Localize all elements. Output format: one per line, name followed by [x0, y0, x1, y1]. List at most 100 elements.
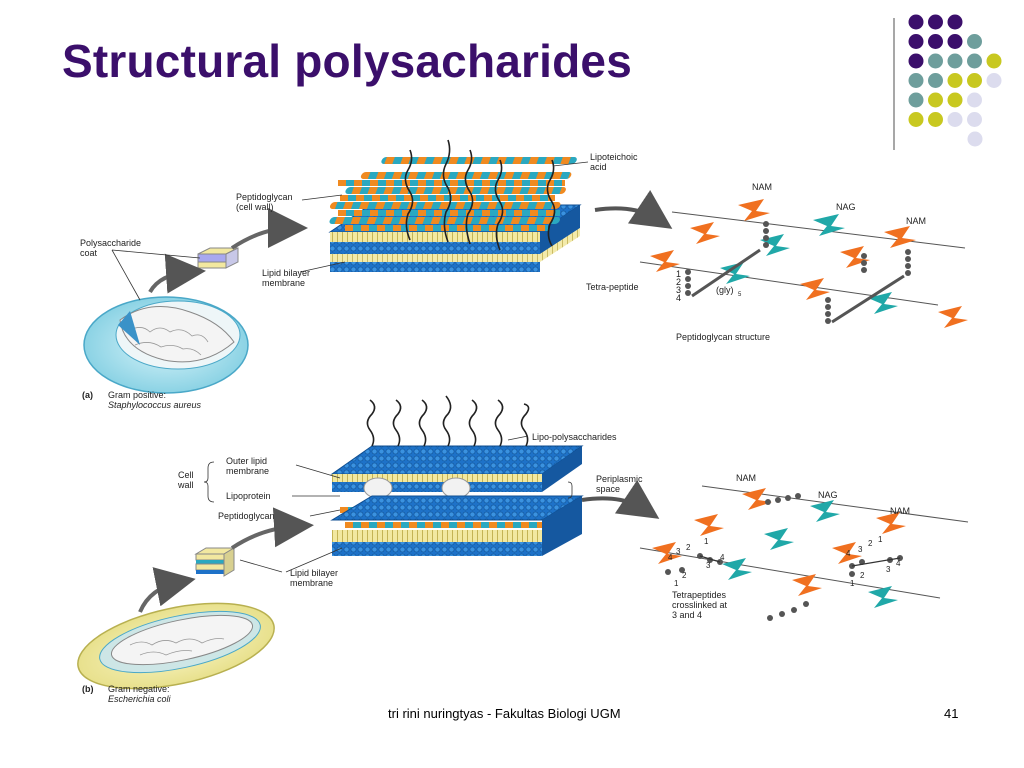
svg-text:4: 4: [896, 559, 901, 568]
label-tetra-peptide: Tetra-peptide: [586, 282, 639, 292]
svg-text:3: 3: [858, 545, 863, 554]
svg-text:1: 1: [674, 579, 679, 588]
slide-title: Structural polysacharides: [62, 35, 632, 87]
decorative-dot: [947, 34, 963, 49]
decorative-dot-grid: [908, 14, 1002, 147]
decorative-dot: [967, 112, 982, 127]
peptidoglycan-structure-gram-positive: [639, 199, 968, 328]
label-num-1: 1: [676, 269, 681, 279]
decorative-dot: [928, 112, 943, 127]
zoom-arrow-b1: [138, 567, 196, 613]
decorative-dot: [986, 73, 1002, 88]
label-staphylococcus: Staphylococcus aureus: [108, 400, 202, 410]
zoom-arrow-b2: [230, 507, 314, 550]
label-gly: (gly): [716, 285, 734, 295]
label-lipid-bilayer-2: membrane: [262, 278, 305, 288]
peptidoglycan-structure-gram-negative: [639, 485, 969, 621]
label-polysaccharide-coat-2: coat: [80, 248, 98, 258]
svg-text:2: 2: [860, 571, 865, 580]
zoom-arrow-b3: [581, 480, 660, 519]
label-gly-subscript: 5: [738, 292, 742, 298]
svg-text:3: 3: [706, 561, 711, 570]
decorative-dot: [986, 53, 1002, 69]
label-cell-wall-2: wall: [177, 480, 194, 490]
label-nag-b: NAG: [818, 490, 838, 500]
label-outer-lipid-2: membrane: [226, 466, 269, 476]
outer-membrane-slab: [330, 445, 584, 499]
label-crosslink-1: Tetrapeptides: [672, 590, 727, 600]
label-escherichia: Escherichia coli: [108, 694, 172, 704]
label-cell-wall-1: Cell: [178, 470, 194, 480]
decorative-dot: [967, 53, 982, 69]
label-periplasmic-2: space: [596, 484, 620, 494]
label-num-2: 2: [676, 277, 681, 287]
decorative-dot: [967, 73, 982, 88]
decorative-dot: [947, 112, 963, 127]
label-gram-positive: Gram positive:: [108, 390, 166, 400]
label-nam-a2: NAM: [906, 216, 926, 226]
zoom-arrow-a1: [148, 253, 206, 294]
svg-text:2: 2: [686, 543, 691, 552]
gram-negative-cell-illustration: [77, 602, 275, 690]
label-periplasmic-1: Periplasmic: [596, 474, 643, 484]
peptidoglycan-rods: [329, 157, 577, 231]
label-lipid-bilayer-b1: Lipid bilayer: [290, 568, 338, 578]
decorative-dot: [967, 92, 982, 108]
svg-text:4: 4: [720, 553, 725, 562]
decorative-dot: [908, 34, 924, 49]
svg-text:3: 3: [886, 565, 891, 574]
decorative-dot: [908, 73, 924, 88]
label-outer-lipid-1: Outer lipid: [226, 456, 267, 466]
label-num-4: 4: [676, 293, 681, 303]
decorative-dot: [928, 53, 943, 69]
gram-positive-cell-illustration: [83, 296, 249, 394]
label-gram-negative: Gram negative:: [108, 684, 170, 694]
lipoteichoic-strands: [404, 139, 556, 251]
decorative-dot: [947, 73, 963, 88]
label-lipoteichoic-2: acid: [590, 162, 607, 172]
svg-text:2: 2: [682, 571, 687, 580]
label-nam-b1: NAM: [736, 473, 756, 483]
label-b-letter: (b): [82, 684, 94, 694]
zoom-arrow-a2: [230, 208, 308, 250]
decorative-dot: [967, 34, 982, 49]
decorative-dot: [908, 112, 924, 127]
svg-text:2: 2: [868, 539, 873, 548]
decorative-dot: [947, 14, 963, 30]
svg-text:3: 3: [676, 547, 681, 556]
decorative-dot: [928, 73, 943, 88]
label-nam-a1: NAM: [752, 182, 772, 192]
decorative-dot: [947, 92, 963, 108]
decorative-dot: [908, 92, 924, 108]
label-num-3: 3: [676, 285, 681, 295]
svg-text:1: 1: [850, 579, 855, 588]
zoom-arrow-a3: [594, 190, 673, 229]
svg-text:1: 1: [704, 537, 709, 546]
footer-credit: tri rini nuringtyas - Fakultas Biologi U…: [388, 706, 621, 721]
svg-text:4: 4: [668, 553, 673, 562]
label-peptidoglycan-2: (cell wall): [236, 202, 274, 212]
label-lipid-bilayer-1: Lipid bilayer: [262, 268, 310, 278]
polysaccharide-coat-cube: [197, 247, 239, 269]
decorative-dot: [908, 14, 924, 30]
lipo-polysaccharide-strands: [366, 395, 530, 447]
label-lipoprotein: Lipoprotein: [226, 491, 271, 501]
label-lipo-polysaccharides: Lipo-polysaccharides: [532, 432, 617, 442]
label-polysaccharide-coat-1: Polysaccharide: [80, 238, 141, 248]
decorative-dot: [908, 53, 924, 69]
label-peptidoglycan-1: Peptidoglycan: [236, 192, 293, 202]
decorative-dot: [928, 34, 943, 49]
decorative-dot: [928, 14, 943, 30]
svg-text:1: 1: [878, 535, 883, 544]
label-nam-b2: NAM: [890, 506, 910, 516]
label-crosslink-2: crosslinked at: [672, 600, 728, 610]
decorative-dot: [928, 92, 943, 108]
label-lipoteichoic-1: Lipoteichoic: [590, 152, 638, 162]
label-crosslink-3: 3 and 4: [672, 610, 702, 620]
decorative-dot: [947, 53, 963, 69]
decorative-dot: [967, 131, 983, 147]
decorative-divider: [893, 18, 895, 150]
label-nag-a: NAG: [836, 202, 856, 212]
